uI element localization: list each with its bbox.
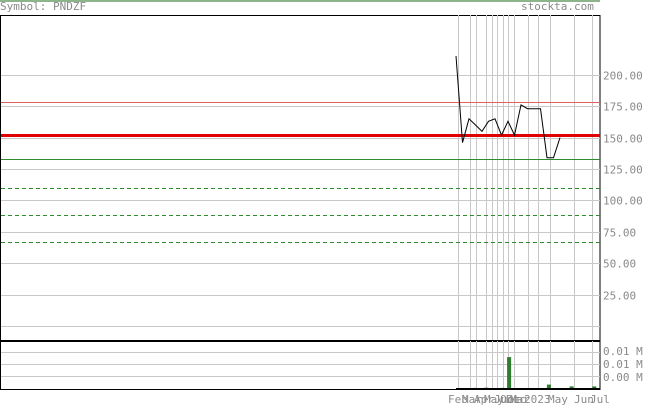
date-tick-label: Mar — [462, 393, 482, 406]
price-tick-label: 125.00 — [603, 164, 643, 177]
volume-tick-label: 0.01 M — [603, 345, 643, 358]
date-tick-label: Apr — [474, 393, 494, 406]
price-axis-ticks: 200.00 175.00 150.00 125.00 100.00 75.00 50.00… — [603, 70, 643, 303]
price-tick-label: 50.00 — [603, 258, 636, 271]
date-tick-label: May — [548, 393, 568, 406]
date-tick-label: Jul — [590, 393, 610, 406]
volume-tick-label: 0.01 M — [603, 358, 643, 371]
price-line — [455, 55, 561, 159]
price-panel — [0, 0, 601, 390]
volume-bar — [507, 357, 512, 389]
date-tick-label: Feb — [448, 393, 468, 406]
date-tick-label: 2023 — [524, 393, 551, 406]
price-tick-label: 200.00 — [603, 70, 643, 83]
volume-tick-label: 0.00 M — [603, 371, 643, 384]
volume-bar — [569, 386, 574, 389]
date-tick-label: Jun — [574, 393, 594, 406]
date-tick-label: Jun — [494, 393, 514, 406]
support-resistance-lines — [1, 102, 600, 243]
volume-bar — [592, 386, 597, 389]
price-tick-label: 100.00 — [603, 195, 643, 208]
price-tick-label: 25.00 — [603, 290, 636, 303]
volume-panel: 0.01 M0.01 M0.00 M — [1, 345, 643, 389]
grid-lines — [1, 15, 600, 389]
volume-panel-frame — [0, 341, 601, 390]
site-watermark: stockta.com — [521, 0, 594, 13]
price-tick-label: 175.00 — [603, 101, 643, 114]
price-series — [455, 55, 561, 159]
date-tick-label: Dec — [506, 393, 526, 406]
date-tick-label: Oct — [500, 393, 520, 406]
symbol-label: Symbol: PNDZF — [0, 0, 87, 13]
price-tick-label: 75.00 — [603, 227, 636, 240]
price-tick-label: 150.00 — [603, 133, 643, 146]
volume-bar — [546, 384, 551, 389]
price-panel-frame — [0, 15, 601, 341]
date-tick-label: Mar — [510, 393, 530, 406]
date-tick-label: May — [484, 393, 504, 406]
